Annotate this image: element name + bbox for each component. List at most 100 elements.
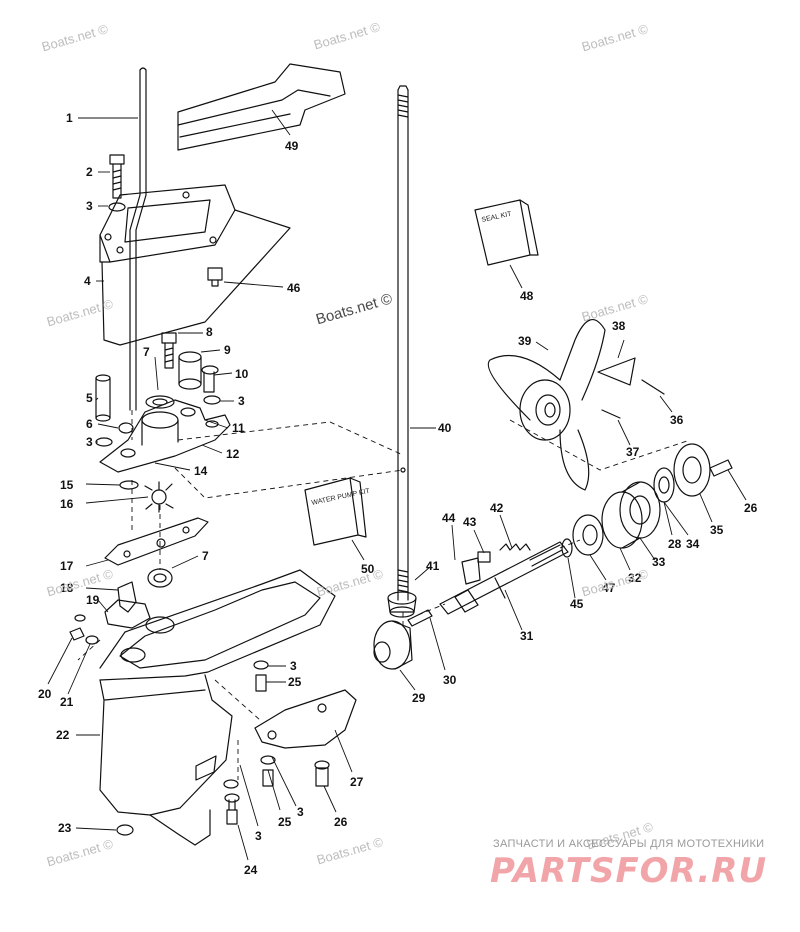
o-ring-part-15 [119, 480, 139, 490]
forward-gear-part-29 [373, 620, 413, 670]
callout-39: 39 [518, 334, 532, 348]
callout-3: 3 [255, 829, 262, 843]
callout-7: 7 [202, 549, 209, 563]
callout-48: 48 [520, 289, 534, 303]
footer-logo: PARTSFOR.RU [490, 851, 768, 891]
callout-1: 1 [66, 111, 73, 125]
screw-part-26a [314, 760, 330, 787]
callout-42: 42 [490, 501, 504, 515]
grommet-part-6 [118, 422, 134, 434]
callout-25: 25 [278, 815, 292, 829]
reverse-gear-part-47 [572, 514, 604, 556]
callout-26: 26 [334, 815, 348, 829]
callout-16: 16 [60, 497, 74, 511]
callout-30: 30 [443, 673, 457, 687]
cotter-pin-part-36 [641, 379, 665, 395]
leader-lines [47, 109, 747, 861]
callout-11: 11 [232, 421, 245, 435]
callout-6: 6 [86, 417, 93, 431]
shift-rod-part [129, 67, 147, 411]
assembly-guide-lines [77, 410, 691, 780]
callout-12: 12 [226, 447, 240, 461]
seal-kit-label: SEAL KIT [481, 211, 513, 224]
propeller-shaft-part-31 [439, 541, 569, 615]
callout-50: 50 [361, 562, 375, 576]
callout-37: 37 [626, 445, 640, 459]
water-pump-kit-box [304, 477, 367, 546]
callout-19: 19 [86, 593, 100, 607]
screw-part-26b [709, 459, 733, 477]
exhaust-housing-part [99, 184, 291, 346]
callout-20: 20 [38, 687, 52, 701]
callout-7: 7 [143, 345, 150, 359]
bolt-part-46 [207, 267, 223, 287]
callout-26: 26 [744, 501, 758, 515]
drive-shaft-part [397, 85, 409, 601]
screw-part-24 [223, 779, 240, 825]
callout-24: 24 [244, 863, 258, 877]
callout-21: 21 [60, 695, 74, 709]
callout-33: 33 [652, 555, 666, 569]
callout-8: 8 [206, 325, 213, 339]
oil-seal-part-7b [147, 568, 173, 588]
screw-part-2 [109, 154, 125, 199]
screw-part-10 [201, 365, 219, 393]
footer-tagline: ЗАПЧАСТИ И АКСЕССУАРЫ ДЛЯ МОТОТЕХНИКИ [493, 838, 765, 850]
callout-40: 40 [438, 421, 452, 435]
svg-text:SEAL KIT: SEAL KIT [481, 211, 513, 224]
washer-part-3a [108, 202, 126, 212]
callout-27: 27 [350, 775, 364, 789]
callout-3: 3 [297, 805, 304, 819]
cover-plate-part [177, 63, 346, 151]
callout-38: 38 [612, 319, 626, 333]
callout-47: 47 [602, 581, 616, 595]
callout-5: 5 [86, 391, 93, 405]
callout-28: 28 [668, 537, 682, 551]
shear-pin-part-37 [601, 409, 621, 419]
clip-part-18 [117, 581, 137, 613]
callout-3: 3 [86, 435, 93, 449]
callout-46: 46 [287, 281, 301, 295]
cradle-part-43 [477, 551, 491, 563]
trim-tab-part-27 [254, 689, 357, 749]
propeller-part-39 [487, 319, 606, 491]
callout-32: 32 [628, 571, 642, 585]
callout-31: 31 [520, 629, 534, 643]
callout-29: 29 [412, 691, 426, 705]
callout-14: 14 [194, 464, 208, 478]
shift-cam-part-44 [461, 557, 481, 585]
spacer-part-5 [95, 374, 111, 422]
callout-34: 34 [686, 537, 700, 551]
spring-part-42 [499, 543, 531, 551]
face-plate-part-17 [104, 517, 209, 566]
callout-43: 43 [463, 515, 477, 529]
screw-part-8 [161, 332, 177, 369]
bushing-part-9 [178, 351, 202, 390]
callout-18: 18 [60, 581, 74, 595]
impeller-part-16 [144, 481, 174, 513]
callout-36: 36 [670, 413, 684, 427]
gasket-part-19 [104, 599, 151, 629]
callout-labels: 1 2 3 4 46 49 8 9 7 10 5 3 6 11 3 12 14 … [38, 111, 758, 877]
callout-15: 15 [60, 478, 74, 492]
retainer-part-35 [673, 443, 711, 497]
washer-part-3b [203, 395, 221, 405]
callout-41: 41 [426, 559, 440, 573]
washer-part-28 [653, 467, 675, 503]
washer-part-3c [95, 437, 113, 447]
plug-part-23 [116, 824, 134, 836]
callout-23: 23 [58, 821, 72, 835]
washer-part-21 [85, 635, 99, 645]
nut-part-20 [69, 627, 85, 641]
callout-3: 3 [86, 199, 93, 213]
callout-9: 9 [224, 343, 231, 357]
callout-3: 3 [290, 659, 297, 673]
callout-49: 49 [285, 139, 299, 153]
gear-housing-part-22 [99, 569, 336, 846]
cone-part-38 [597, 357, 636, 386]
callout-2: 2 [86, 165, 93, 179]
oil-seal-part-7a [145, 395, 175, 409]
callout-3: 3 [238, 394, 245, 408]
